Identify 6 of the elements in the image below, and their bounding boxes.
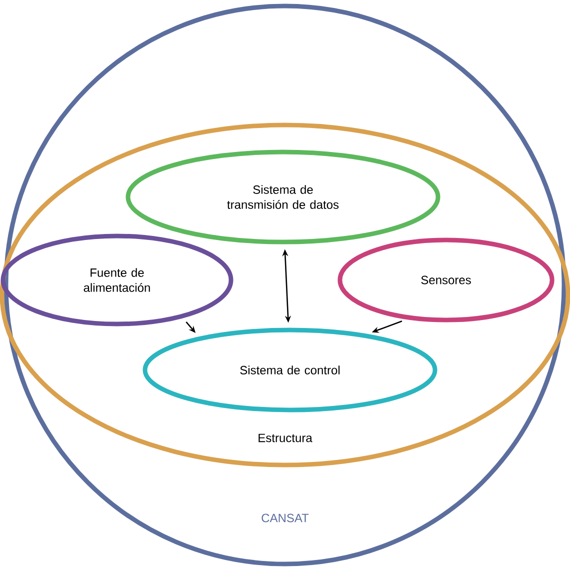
ellipse-node: Sistema de transmisión de datos — [126, 150, 440, 244]
ellipse-node: Sensores — [338, 238, 554, 322]
node-label: Estructura — [258, 434, 312, 442]
ellipse-node: Fuente de alimentación — [0, 234, 234, 326]
ellipse-node: Sistema de control — [142, 328, 438, 412]
node-label: CANSAT — [262, 514, 309, 522]
